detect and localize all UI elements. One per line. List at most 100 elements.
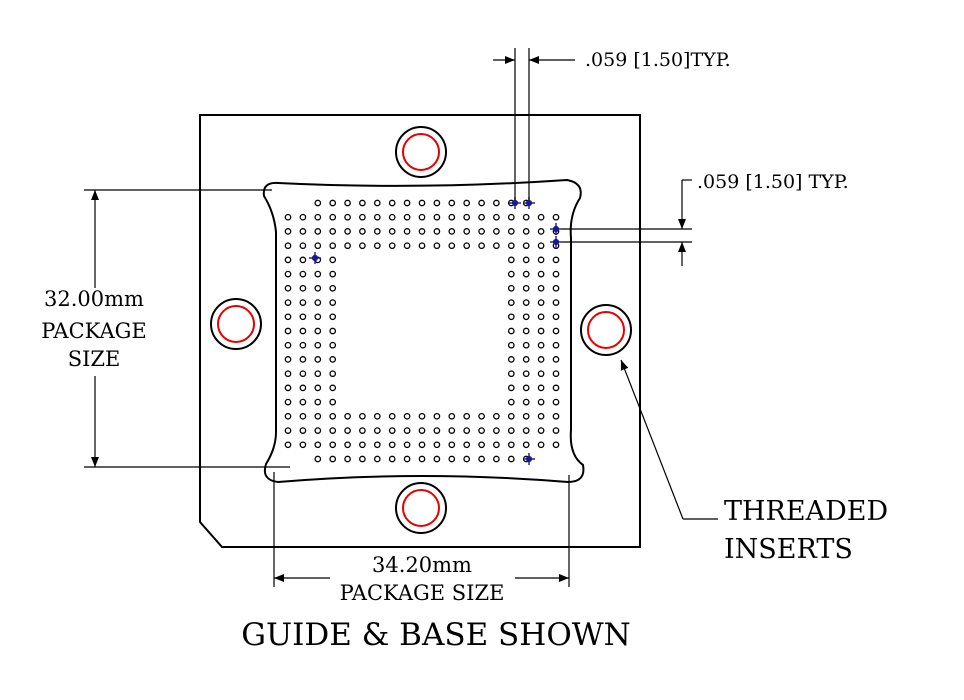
- marker-inner: [309, 252, 321, 264]
- solder-ball: [388, 242, 396, 250]
- solder-ball: [478, 427, 485, 434]
- solder-ball: [522, 299, 530, 306]
- solder-ball: [537, 427, 545, 434]
- solder-ball: [537, 398, 545, 406]
- solder-ball: [344, 412, 351, 420]
- solder-ball: [552, 356, 560, 363]
- pitch-dimension-horizontal: [493, 48, 575, 200]
- solder-ball: [373, 455, 381, 463]
- solder-ball: [359, 441, 366, 449]
- solder-ball: [507, 327, 515, 335]
- solder-ball: [314, 199, 322, 207]
- solder-ball: [388, 213, 396, 221]
- pitch-label-horizontal: .059 [1.50]TYP.: [585, 49, 731, 71]
- solder-ball: [507, 356, 515, 363]
- solder-ball: [403, 199, 411, 207]
- solder-ball: [507, 313, 515, 321]
- solder-ball: [299, 341, 307, 349]
- threaded-inserts-leader: [620, 359, 718, 520]
- solder-ball: [507, 341, 515, 349]
- solder-ball: [314, 356, 322, 363]
- solder-ball: [433, 213, 441, 221]
- solder-ball: [493, 199, 500, 207]
- solder-ball: [522, 270, 530, 278]
- solder-ball: [329, 284, 337, 292]
- solder-ball: [463, 199, 471, 207]
- solder-ball: [552, 299, 560, 306]
- solder-ball: [403, 441, 411, 449]
- solder-ball: [552, 412, 560, 420]
- solder-ball: [299, 441, 307, 449]
- solder-ball: [299, 242, 307, 250]
- solder-ball: [284, 341, 292, 349]
- solder-ball: [344, 199, 351, 207]
- solder-ball: [507, 284, 515, 292]
- solder-ball: [522, 412, 530, 420]
- solder-ball: [314, 370, 322, 378]
- solder-ball: [329, 199, 337, 207]
- solder-ball: [284, 299, 292, 306]
- solder-ball: [418, 213, 426, 221]
- solder-ball: [299, 412, 307, 420]
- solder-ball: [522, 370, 530, 378]
- solder-ball: [493, 242, 500, 250]
- solder-ball: [359, 427, 366, 434]
- solder-ball: [552, 284, 560, 292]
- solder-ball: [329, 398, 337, 406]
- solder-ball: [284, 384, 292, 392]
- solder-ball: [552, 270, 560, 278]
- solder-ball: [329, 327, 337, 335]
- solder-ball: [403, 427, 411, 434]
- solder-ball: [418, 441, 426, 449]
- solder-ball: [552, 427, 560, 434]
- threaded-insert-right: [580, 304, 632, 356]
- solder-ball: [522, 228, 530, 235]
- solder-ball: [299, 370, 307, 378]
- solder-ball: [314, 242, 322, 250]
- solder-ball: [284, 284, 292, 292]
- solder-ball: [299, 299, 307, 306]
- solder-ball: [478, 412, 485, 420]
- solder-ball: [478, 199, 485, 207]
- solder-ball: [314, 427, 322, 434]
- solder-ball: [522, 327, 530, 335]
- solder-ball: [433, 242, 441, 250]
- solder-ball: [359, 242, 366, 250]
- guide-outline: [262, 178, 585, 484]
- solder-ball: [284, 313, 292, 321]
- solder-ball: [448, 213, 456, 221]
- solder-ball: [463, 412, 471, 420]
- solder-ball: [403, 412, 411, 420]
- solder-ball: [388, 441, 396, 449]
- solder-ball: [537, 441, 545, 449]
- solder-ball: [314, 270, 322, 278]
- solder-ball: [299, 313, 307, 321]
- solder-ball: [507, 270, 515, 278]
- solder-ball: [418, 242, 426, 250]
- solder-ball: [284, 370, 292, 378]
- solder-ball: [329, 228, 337, 235]
- solder-ball: [344, 213, 351, 221]
- solder-ball: [507, 213, 515, 221]
- solder-ball: [344, 441, 351, 449]
- solder-ball: [537, 213, 545, 221]
- solder-ball: [522, 213, 530, 221]
- solder-ball: [507, 455, 515, 463]
- threaded-insert-left: [210, 298, 262, 350]
- solder-ball: [522, 384, 530, 392]
- solder-ball: [493, 213, 500, 221]
- solder-ball: [463, 242, 471, 250]
- solder-ball: [552, 441, 560, 449]
- solder-ball: [448, 427, 456, 434]
- solder-ball: [329, 427, 337, 434]
- solder-ball: [418, 228, 426, 235]
- solder-ball: [552, 398, 560, 406]
- solder-ball: [373, 199, 381, 207]
- solder-ball: [507, 427, 515, 434]
- solder-ball: [552, 213, 560, 221]
- solder-ball: [448, 455, 456, 463]
- solder-ball: [552, 384, 560, 392]
- solder-ball: [284, 356, 292, 363]
- solder-ball: [507, 370, 515, 378]
- solder-ball: [359, 412, 366, 420]
